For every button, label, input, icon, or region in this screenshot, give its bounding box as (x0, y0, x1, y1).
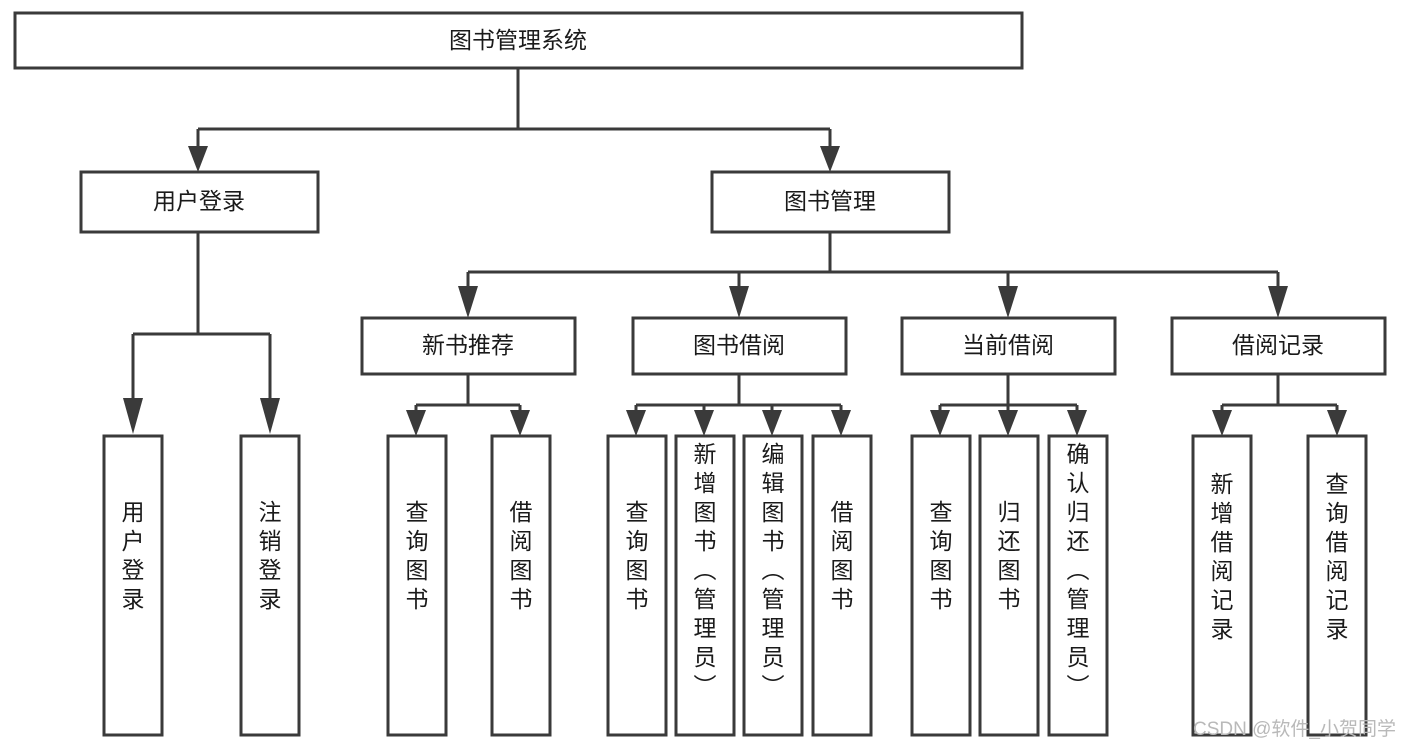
node-new-book-recommend[interactable]: 新书推荐 (360, 316, 577, 376)
node-leaf-edit-book-admin-label: 编辑图书︵管理员︶ (762, 441, 785, 699)
node-root-label: 图书管理系统 (449, 27, 587, 53)
node-leaf-query-borrow-record[interactable]: 查询借阅记录 (1306, 434, 1368, 737)
node-book-borrow-label: 图书借阅 (693, 332, 785, 358)
node-leaf-add-borrow-record-label: 新增借阅记录 (1211, 471, 1234, 642)
node-leaf-return-book-box[interactable] (978, 434, 1040, 737)
node-leaf-query-borrow-record-box[interactable] (1306, 434, 1368, 737)
node-leaf-query-book-recommend-box[interactable] (386, 434, 448, 737)
arrow-to-leaf-query-book-current (930, 410, 950, 436)
node-leaf-user-logout-label: 注销登录 (259, 499, 282, 612)
node-leaf-query-book-current-label: 查询图书 (930, 499, 953, 612)
node-borrow-record[interactable]: 借阅记录 (1170, 316, 1387, 376)
node-leaf-add-borrow-record[interactable]: 新增借阅记录 (1191, 434, 1253, 737)
node-current-borrow[interactable]: 当前借阅 (900, 316, 1117, 376)
node-leaf-confirm-return-admin-label: 确认归还︵管理员︶ (1067, 441, 1090, 699)
arrow-to-leaf-borrow-book-recommend (510, 410, 530, 436)
node-leaf-add-book-admin-label: 新增图书︵管理员︶ (694, 441, 717, 699)
node-root[interactable]: 图书管理系统 (13, 11, 1024, 70)
node-leaf-user-login-box[interactable] (102, 434, 164, 737)
node-book-borrow-box[interactable] (631, 316, 848, 376)
node-borrow-record-box[interactable] (1170, 316, 1387, 376)
arrow-to-leaf-query-book-recommend (406, 410, 426, 436)
arrow-to-leaf-user-logout (260, 398, 280, 434)
node-leaf-borrow-book-recommend-box[interactable] (490, 434, 552, 737)
node-leaf-query-book-borrow-label: 查询图书 (626, 499, 649, 612)
arrow-to-leaf-query-book-borrow (626, 410, 646, 436)
arrow-to-leaf-add-book-admin (694, 410, 714, 436)
node-leaf-user-login[interactable]: 用户登录 (102, 434, 164, 737)
node-leaf-return-book-label: 归还图书 (998, 499, 1021, 612)
node-new-book-recommend-label: 新书推荐 (422, 332, 514, 358)
node-leaf-return-book[interactable]: 归还图书 (978, 434, 1040, 737)
node-book-management-box[interactable] (710, 170, 951, 234)
node-user-login-label: 用户登录 (153, 188, 245, 214)
arrow-to-new-book-recommend (458, 286, 478, 318)
arrow-to-leaf-confirm-return-admin (1067, 410, 1087, 436)
node-user-login[interactable]: 用户登录 (79, 170, 320, 234)
arrow-to-leaf-borrow-book (831, 410, 851, 436)
node-leaf-query-book-current[interactable]: 查询图书 (910, 434, 972, 737)
node-leaf-query-book-recommend-label: 查询图书 (406, 499, 429, 612)
node-leaf-add-book-admin[interactable]: 新增图书︵管理员︶ (674, 434, 736, 737)
node-borrow-record-label: 借阅记录 (1232, 332, 1324, 358)
node-book-management[interactable]: 图书管理 (710, 170, 951, 234)
node-book-management-label: 图书管理 (784, 188, 876, 214)
node-leaf-query-book-borrow[interactable]: 查询图书 (606, 434, 668, 737)
arrow-to-leaf-query-borrow-record (1327, 410, 1347, 436)
node-leaf-edit-book-admin[interactable]: 编辑图书︵管理员︶ (742, 434, 804, 737)
node-leaf-borrow-book-recommend[interactable]: 借阅图书 (490, 434, 552, 737)
node-leaf-user-logout-box[interactable] (239, 434, 301, 737)
node-leaf-borrow-book-recommend-label: 借阅图书 (510, 499, 533, 612)
node-book-borrow[interactable]: 图书借阅 (631, 316, 848, 376)
node-leaf-confirm-return-admin[interactable]: 确认归还︵管理员︶ (1047, 434, 1109, 737)
node-leaf-edit-book-admin-box[interactable] (742, 434, 804, 737)
arrow-to-leaf-edit-book-admin (762, 410, 782, 436)
node-leaf-add-book-admin-box[interactable] (674, 434, 736, 737)
node-new-book-recommend-box[interactable] (360, 316, 577, 376)
node-leaf-query-book-borrow-box[interactable] (606, 434, 668, 737)
arrow-to-book-borrow (729, 286, 749, 318)
arrow-to-user-login (188, 146, 208, 172)
node-leaf-add-borrow-record-box[interactable] (1191, 434, 1253, 737)
arrow-to-book-management (820, 146, 840, 172)
connector-layer (123, 68, 1347, 436)
node-leaf-borrow-book[interactable]: 借阅图书 (811, 434, 873, 737)
node-root-box[interactable] (13, 11, 1024, 70)
node-leaf-borrow-book-box[interactable] (811, 434, 873, 737)
node-leaf-user-login-label: 用户登录 (122, 499, 145, 612)
node-leaf-user-logout[interactable]: 注销登录 (239, 434, 301, 737)
node-leaf-borrow-book-label: 借阅图书 (831, 499, 854, 612)
arrow-to-leaf-add-borrow-record (1212, 410, 1232, 436)
node-user-login-box[interactable] (79, 170, 320, 234)
watermark-label: CSDN @软件_小贺同学 (1193, 718, 1396, 740)
node-current-borrow-box[interactable] (900, 316, 1117, 376)
arrow-to-current-borrow (998, 286, 1018, 318)
node-leaf-confirm-return-admin-box[interactable] (1047, 434, 1109, 737)
arrow-to-leaf-return-book (998, 410, 1018, 436)
node-current-borrow-label: 当前借阅 (962, 332, 1054, 358)
node-leaf-query-book-recommend[interactable]: 查询图书 (386, 434, 448, 737)
node-leaf-query-book-current-box[interactable] (910, 434, 972, 737)
arrow-to-leaf-user-login (123, 398, 143, 434)
node-leaf-query-borrow-record-label: 查询借阅记录 (1326, 471, 1349, 642)
arrow-to-borrow-record (1268, 286, 1288, 318)
